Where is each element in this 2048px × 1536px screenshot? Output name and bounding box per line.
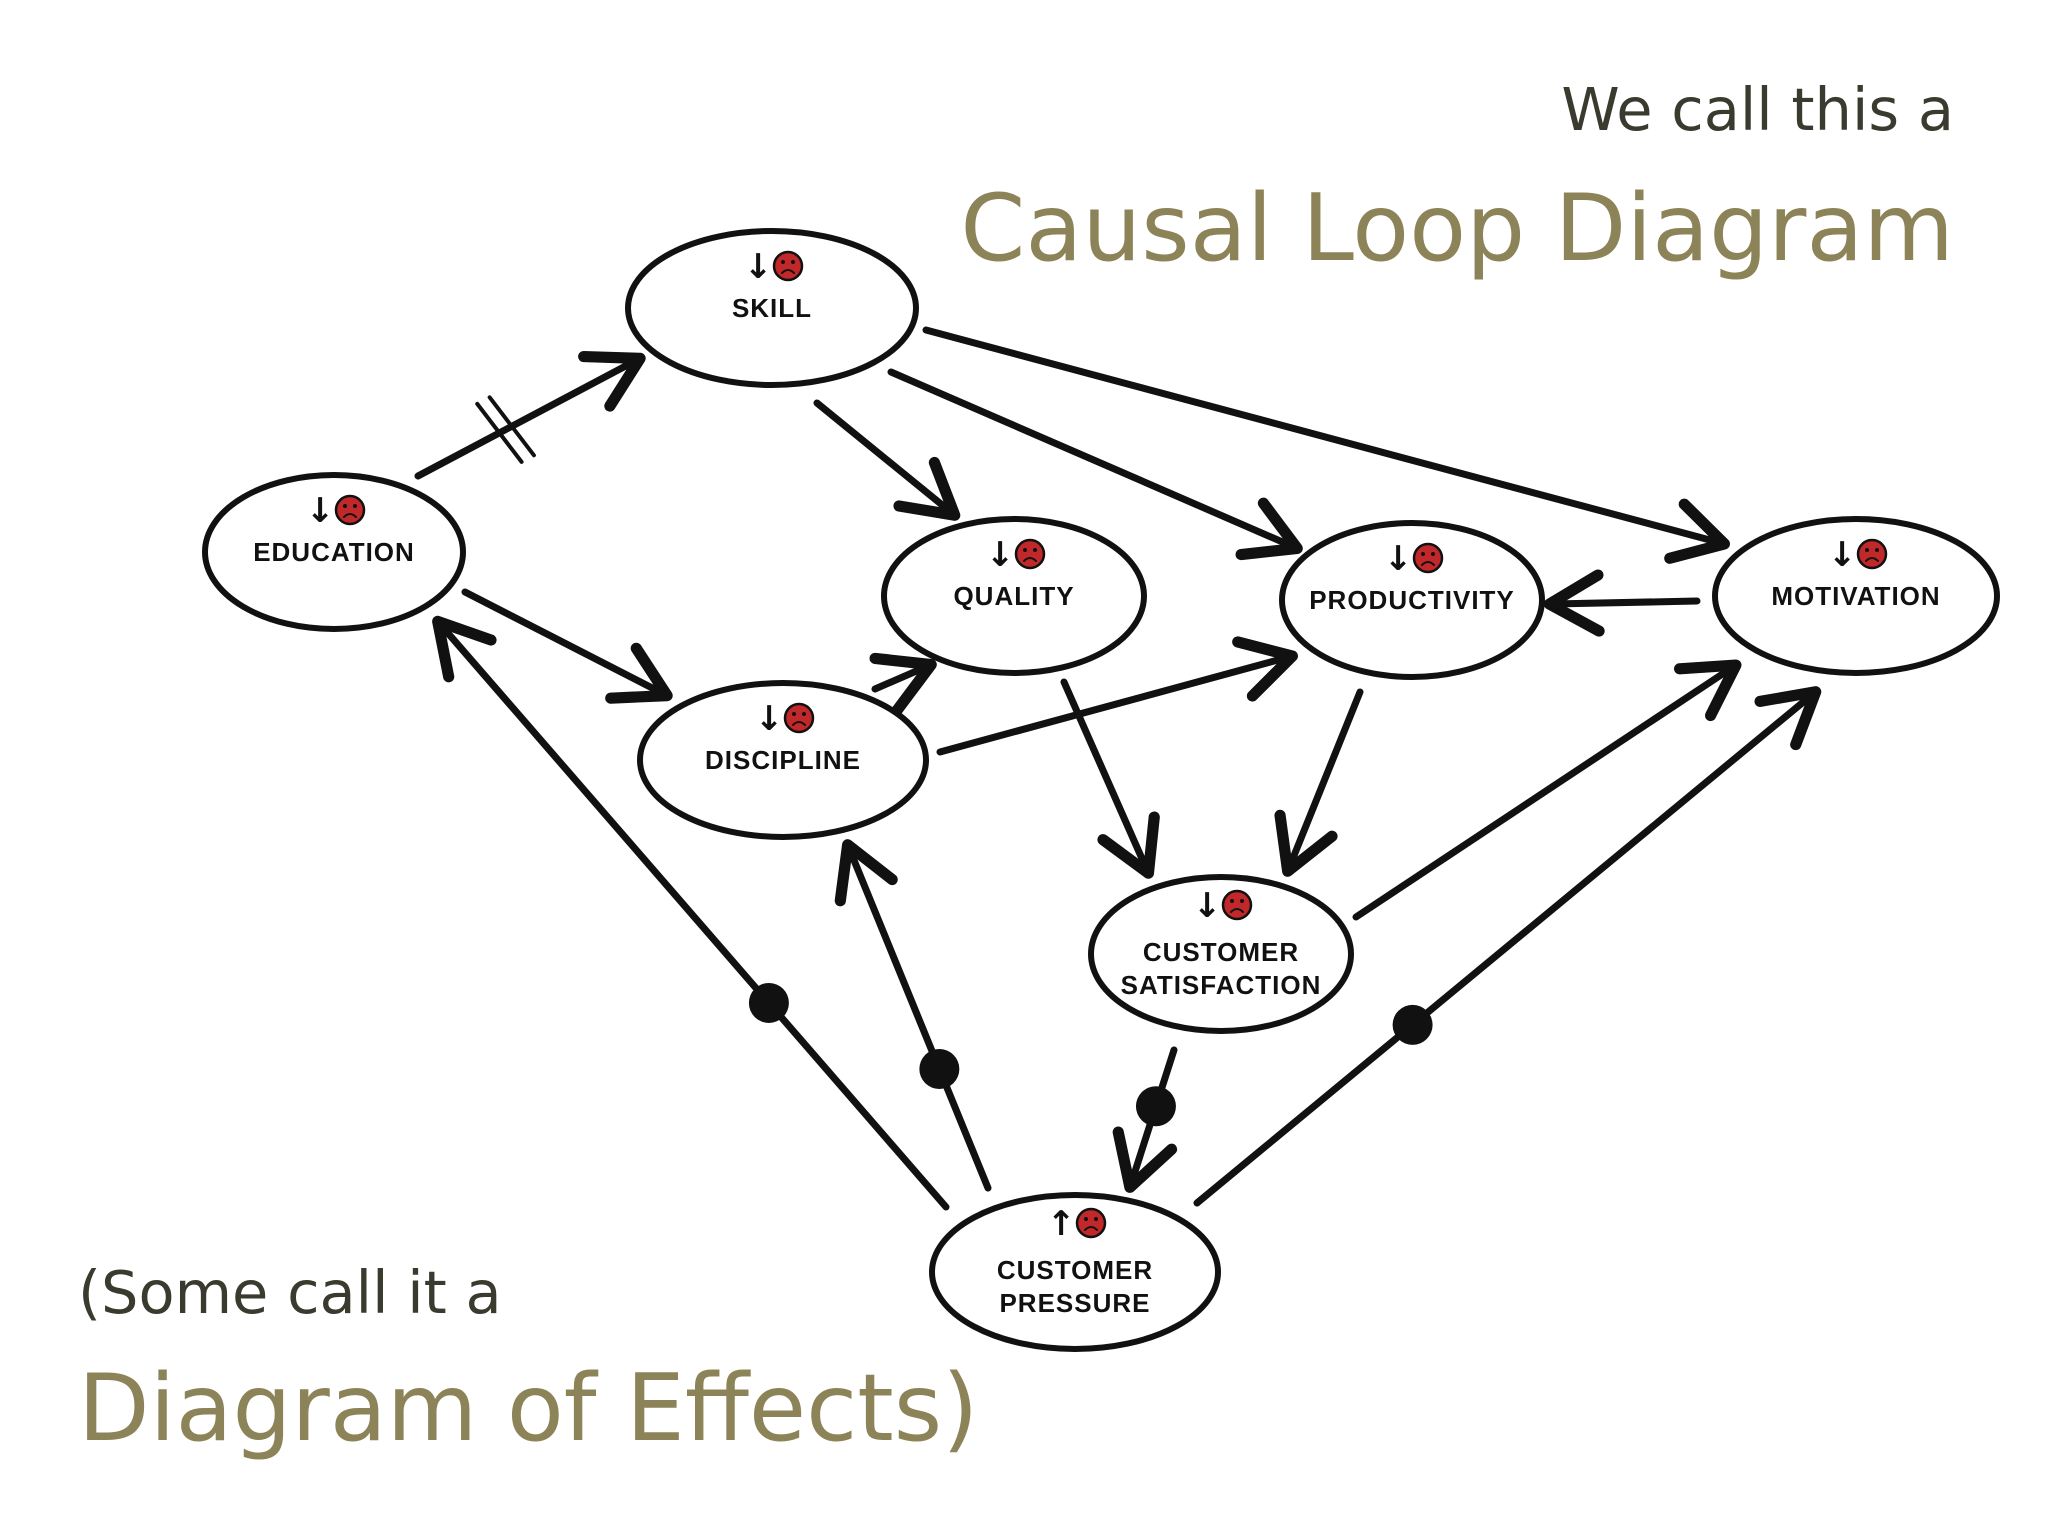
- node-ellipse: [881, 516, 1147, 676]
- node-ellipse: [637, 680, 929, 840]
- edges-layer: [414, 326, 1822, 1211]
- edge-line: [936, 636, 1298, 756]
- edge-line: [1060, 678, 1160, 879]
- edge-skill-to-quality: [813, 399, 961, 521]
- node-label: CUSTOMER: [1143, 937, 1299, 967]
- node-label: PRESSURE: [999, 1288, 1150, 1318]
- opposite-effect-marker: [919, 1049, 960, 1089]
- edge-discipline-to-quality: [869, 652, 937, 716]
- down-arrow-icon: ↓: [1828, 535, 1857, 575]
- delay-marker: [475, 395, 536, 464]
- edge-line: [461, 588, 673, 704]
- subtitle-prefix: (Some call it a: [78, 1258, 502, 1327]
- opposite-effect-marker: [748, 982, 789, 1023]
- node-productivity: ↓ PRODUCTIVITY: [1279, 520, 1545, 680]
- frown-face-icon: [1075, 1207, 1107, 1239]
- edge-discipline-to-productivity: [936, 636, 1298, 756]
- nodes-layer: ↓ SKILL ↓ EDUCATION ↓ QUALITY ↓ PRODUCTIVITY ↓ MO…: [202, 228, 2000, 1352]
- edge-productivity-to-customer-satisfaction: [1274, 688, 1364, 877]
- down-arrow-icon: ↓: [986, 535, 1015, 575]
- node-quality: ↓ QUALITY: [881, 516, 1147, 676]
- edge-line: [1543, 569, 1701, 637]
- up-arrow-icon: ↑: [1047, 1204, 1076, 1244]
- edge-customer-pressure-to-education: [432, 615, 950, 1211]
- page-title: Causal Loop Diagram: [960, 174, 1954, 282]
- node-label: QUALITY: [953, 581, 1074, 611]
- frown-face-icon: [1014, 538, 1046, 570]
- node-motivation: ↓ MOTIVATION: [1712, 516, 2000, 676]
- node-label: SKILL: [732, 293, 812, 323]
- node-skill: ↓ SKILL: [625, 228, 919, 388]
- edge-quality-to-customer-satisfaction: [1060, 678, 1160, 879]
- edge-line: [813, 399, 961, 521]
- edge-line: [432, 615, 950, 1211]
- frown-face-icon: [1412, 542, 1444, 574]
- edge-line: [1274, 688, 1364, 877]
- frown-face-icon: [783, 702, 815, 734]
- node-ellipse: [929, 1192, 1221, 1352]
- edge-motivation-to-productivity: [1543, 569, 1701, 637]
- edge-skill-to-motivation: [922, 326, 1730, 564]
- node-ellipse: [625, 228, 919, 388]
- down-arrow-icon: ↓: [755, 699, 784, 739]
- edge-customer-pressure-to-motivation: [1193, 686, 1822, 1207]
- down-arrow-icon: ↓: [1193, 886, 1222, 926]
- edge-customer-satisfaction-to-motivation: [1352, 659, 1742, 921]
- frown-face-icon: [1856, 538, 1888, 570]
- edge-education-to-skill: [414, 350, 646, 480]
- node-ellipse: [1712, 516, 2000, 676]
- edge-line: [869, 652, 937, 716]
- edge-line: [834, 839, 992, 1192]
- edge-line: [887, 368, 1303, 561]
- down-arrow-icon: ↓: [306, 491, 335, 531]
- title-prefix: We call this a: [1561, 75, 1954, 144]
- edge-line: [1193, 686, 1822, 1207]
- opposite-effect-marker: [1392, 1004, 1433, 1045]
- node-label: MOTIVATION: [1771, 581, 1940, 611]
- edge-skill-to-productivity: [887, 368, 1303, 561]
- node-label: EDUCATION: [253, 537, 415, 567]
- node-ellipse: [1088, 874, 1354, 1034]
- subtitle: Diagram of Effects): [78, 1354, 979, 1462]
- edge-customer-pressure-to-discipline: [834, 839, 992, 1192]
- node-ellipse: [1279, 520, 1545, 680]
- frown-face-icon: [772, 250, 804, 282]
- node-label: DISCIPLINE: [705, 745, 861, 775]
- edge-line: [922, 326, 1730, 564]
- edge-customer-satisfaction-to-customer-pressure: [1112, 1046, 1178, 1193]
- node-education: ↓ EDUCATION: [202, 472, 466, 632]
- edge-line: [414, 350, 646, 480]
- edge-line: [1352, 659, 1742, 921]
- opposite-effect-marker: [1135, 1086, 1176, 1127]
- node-discipline: ↓ DISCIPLINE: [637, 680, 929, 840]
- node-label: CUSTOMER: [997, 1255, 1153, 1285]
- frown-face-icon: [334, 494, 366, 526]
- frown-face-icon: [1221, 889, 1253, 921]
- node-label: SATISFACTION: [1121, 970, 1322, 1000]
- down-arrow-icon: ↓: [1384, 539, 1413, 579]
- node-ellipse: [202, 472, 466, 632]
- edge-education-to-discipline: [461, 588, 673, 704]
- down-arrow-icon: ↓: [744, 247, 773, 287]
- node-label: PRODUCTIVITY: [1309, 585, 1515, 615]
